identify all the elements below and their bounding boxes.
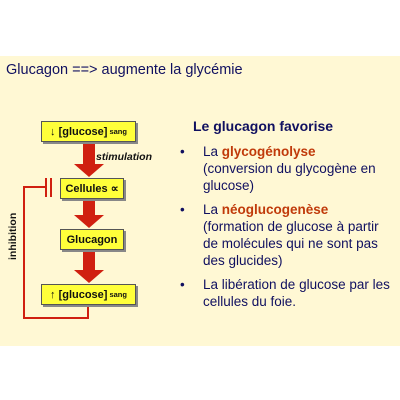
item-highlight: néoglucogenèse bbox=[221, 202, 329, 217]
inhibition-label: inhibition bbox=[7, 212, 19, 260]
glucose-label: [glucose] bbox=[58, 288, 108, 301]
list-item: • La néoglucogenèse (formation de glucos… bbox=[180, 201, 395, 269]
item-text: La libération de glucose par les cellule… bbox=[203, 277, 390, 309]
bullet: • bbox=[180, 277, 185, 292]
sang-subscript: sang bbox=[109, 127, 127, 136]
item-prefix: La bbox=[203, 144, 222, 159]
effects-heading: Le glucagon favorise bbox=[193, 118, 334, 134]
stimulation-label: stimulation bbox=[96, 151, 153, 163]
glucose-high-box: ↑ [glucose]sang bbox=[41, 284, 136, 305]
item-highlight: glycogénolyse bbox=[221, 144, 316, 159]
list-item: • La glycogénolyse (conversion du glycog… bbox=[180, 143, 395, 194]
effects-list: • La glycogénolyse (conversion du glycog… bbox=[180, 143, 395, 310]
cellules-label: Cellules bbox=[65, 182, 108, 195]
arrow-down-2 bbox=[74, 198, 104, 228]
down-arrow-symbol: ↓ bbox=[50, 125, 56, 138]
list-item: • La libération de glucose par les cellu… bbox=[180, 276, 395, 310]
alpha-symbol: ∝ bbox=[110, 183, 119, 195]
item-prefix: La bbox=[203, 202, 222, 217]
glucagon-box: Glucagon bbox=[60, 229, 124, 250]
arrow-down-3 bbox=[74, 249, 104, 283]
effects-panel: Le glucagon favorise • La glycogénolyse … bbox=[180, 118, 395, 317]
up-arrow-symbol: ↑ bbox=[50, 288, 56, 301]
item-description: (formation de glucose à partir de molécu… bbox=[203, 219, 379, 268]
bullet: • bbox=[180, 202, 185, 217]
slide-title: Glucagon ==> augmente la glycémie bbox=[6, 62, 243, 78]
bullet: • bbox=[180, 144, 185, 159]
glucagon-label: Glucagon bbox=[66, 233, 118, 246]
glucose-label: [glucose] bbox=[58, 125, 108, 138]
sang-subscript: sang bbox=[109, 290, 127, 299]
glucose-low-box: ↓ [glucose]sang bbox=[41, 121, 136, 142]
inhibition-loop bbox=[23, 178, 89, 319]
cellules-box: Cellules ∝ bbox=[60, 178, 124, 199]
item-description: (conversion du glycogène en glucose) bbox=[203, 161, 376, 193]
arrow-down-1 bbox=[74, 141, 104, 177]
